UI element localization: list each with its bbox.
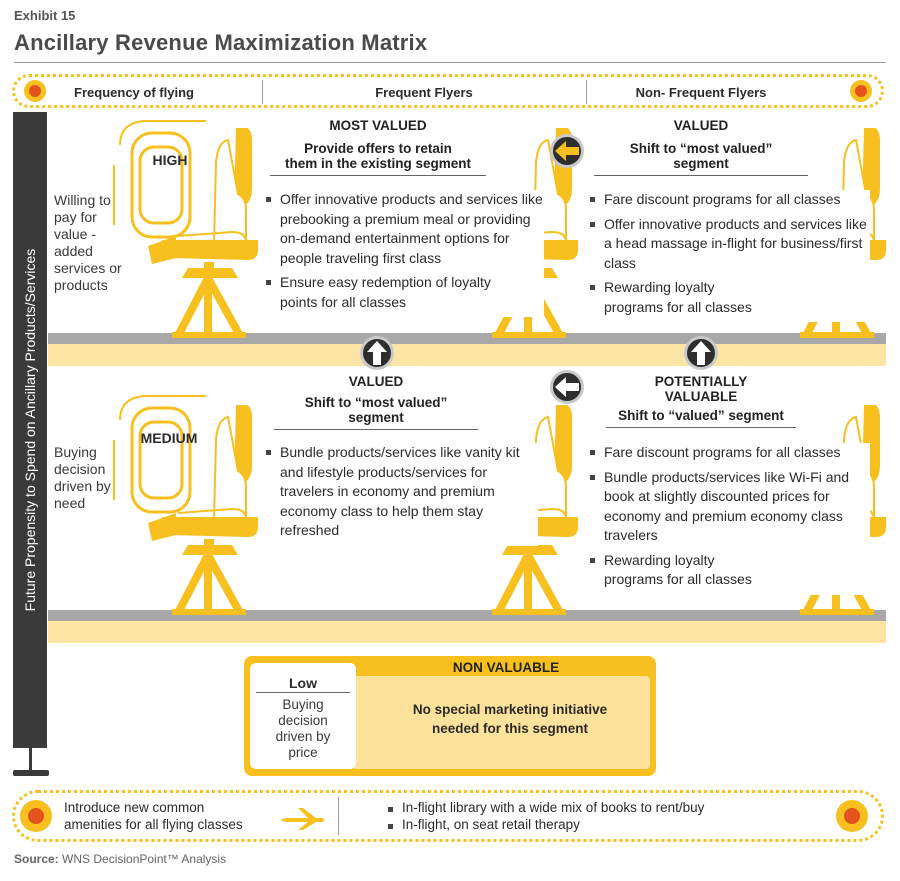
exhibit-label: Exhibit 15 — [14, 8, 76, 23]
quadrant-subtitle: Shift to “valued” segment — [606, 408, 796, 428]
quadrant-title: MOST VALUED — [329, 118, 427, 133]
arrow-left-icon — [550, 134, 584, 168]
quadrant-potentially-valuable: POTENTIALLY VALUABLE Shift to “valued” s… — [606, 374, 796, 428]
potentially-valuable-bullets: Fare discount programs for all classes B… — [588, 443, 870, 595]
y-axis-bar — [13, 112, 47, 748]
quadrant-title: VALUED — [348, 374, 404, 389]
valued-top-bullets: Fare discount programs for all classes O… — [588, 190, 870, 322]
floor-bottom-grey — [48, 610, 886, 621]
airplane-window-icon — [113, 120, 206, 239]
quadrant-subtitle: Provide offers to retain them in the exi… — [270, 141, 486, 176]
header-separator-2 — [586, 80, 587, 104]
source-label: Source: — [14, 852, 59, 866]
quadrant-subtitle: Shift to “most valued” segment — [594, 141, 808, 176]
list-item: In-flight library with a wide mix of boo… — [386, 800, 826, 816]
axis-stem — [29, 748, 32, 772]
list-item: Fare discount programs for all classes — [588, 443, 870, 463]
list-item: Bundle products/services like vanity kit… — [264, 443, 538, 541]
valued-bottom-bullets: Bundle products/services like vanity kit… — [264, 443, 538, 546]
list-item: Ensure easy redemption of loyalty points… — [264, 273, 494, 312]
list-item: Rewarding loyalty programs for all class… — [588, 551, 764, 590]
low-description: Buying decision driven by price — [275, 697, 331, 760]
floor-top-grey — [48, 333, 886, 344]
quadrant-valued-bottom: VALUED Shift to “most valued” segment — [274, 374, 478, 430]
arrow-up-icon — [684, 336, 718, 370]
arrow-up-icon — [360, 336, 394, 370]
row-high-description: Willing to pay for value - added service… — [54, 192, 122, 293]
header-frequent-flyers: Frequent Flyers — [375, 85, 473, 100]
level-high: HIGH — [152, 152, 188, 168]
source-note: Source: WNS DecisionPoint™ Analysis — [14, 852, 226, 866]
floor-top-yellow — [48, 344, 886, 366]
quadrant-title: POTENTIALLY VALUABLE — [654, 374, 748, 404]
band-marker-right-icon — [850, 80, 872, 102]
footer-band-left-text: Introduce new common amenities for all f… — [64, 800, 243, 832]
airplane-icon — [280, 808, 324, 830]
airplane-seat-icon — [148, 405, 268, 620]
header-band — [12, 74, 884, 108]
band-marker-right-icon — [836, 800, 868, 832]
source-text: WNS DecisionPoint™ Analysis — [62, 852, 227, 866]
airplane-window-icon — [113, 395, 206, 514]
header-frequency: Frequency of flying — [74, 85, 194, 100]
list-item: Offer innovative products and services l… — [264, 190, 544, 268]
quadrant-valued-top: VALUED Shift to “most valued” segment — [594, 118, 808, 176]
airplane-seat-icon — [148, 128, 268, 343]
list-item: Offer innovative products and services l… — [588, 215, 870, 274]
low-divider — [256, 692, 350, 693]
row-medium-description: Buying decision driven by need — [54, 444, 111, 511]
footer-band — [12, 790, 884, 842]
header-separator-1 — [262, 80, 263, 104]
band-marker-left-icon — [20, 800, 52, 832]
y-axis-label: Future Propensity to Spend on Ancillary … — [22, 248, 38, 612]
non-valuable-text: No special marketing initiative needed f… — [412, 702, 608, 736]
quadrant-most-valued: MOST VALUED Provide offers to retain the… — [270, 118, 486, 176]
list-item: Rewarding loyalty programs for all class… — [588, 278, 764, 317]
footer-bullets: In-flight library with a wide mix of boo… — [386, 800, 826, 833]
list-item: Fare discount programs for all classes — [588, 190, 870, 210]
axis-base — [13, 770, 49, 776]
floor-bottom-yellow — [48, 621, 886, 643]
page-title: Ancillary Revenue Maximization Matrix — [14, 30, 428, 55]
non-valuable-content — [352, 676, 650, 769]
footer-separator — [338, 797, 339, 835]
header-non-frequent-flyers: Non- Frequent Flyers — [635, 85, 767, 100]
level-medium: MEDIUM — [140, 430, 198, 446]
band-marker-left-icon — [24, 80, 46, 102]
level-low: Low — [289, 675, 317, 691]
list-item: Bundle products/services like Wi-Fi and … — [588, 468, 866, 546]
title-divider — [14, 62, 886, 63]
non-valuable-level-card — [250, 663, 356, 769]
quadrant-title: VALUED — [673, 118, 729, 133]
most-valued-bullets: Offer innovative products and services l… — [264, 190, 544, 317]
non-valuable-title: NON VALUABLE — [452, 660, 560, 675]
arrow-left-icon — [550, 370, 584, 404]
list-item: In-flight, on seat retail therapy — [386, 817, 826, 833]
quadrant-subtitle: Shift to “most valued” segment — [274, 395, 478, 430]
